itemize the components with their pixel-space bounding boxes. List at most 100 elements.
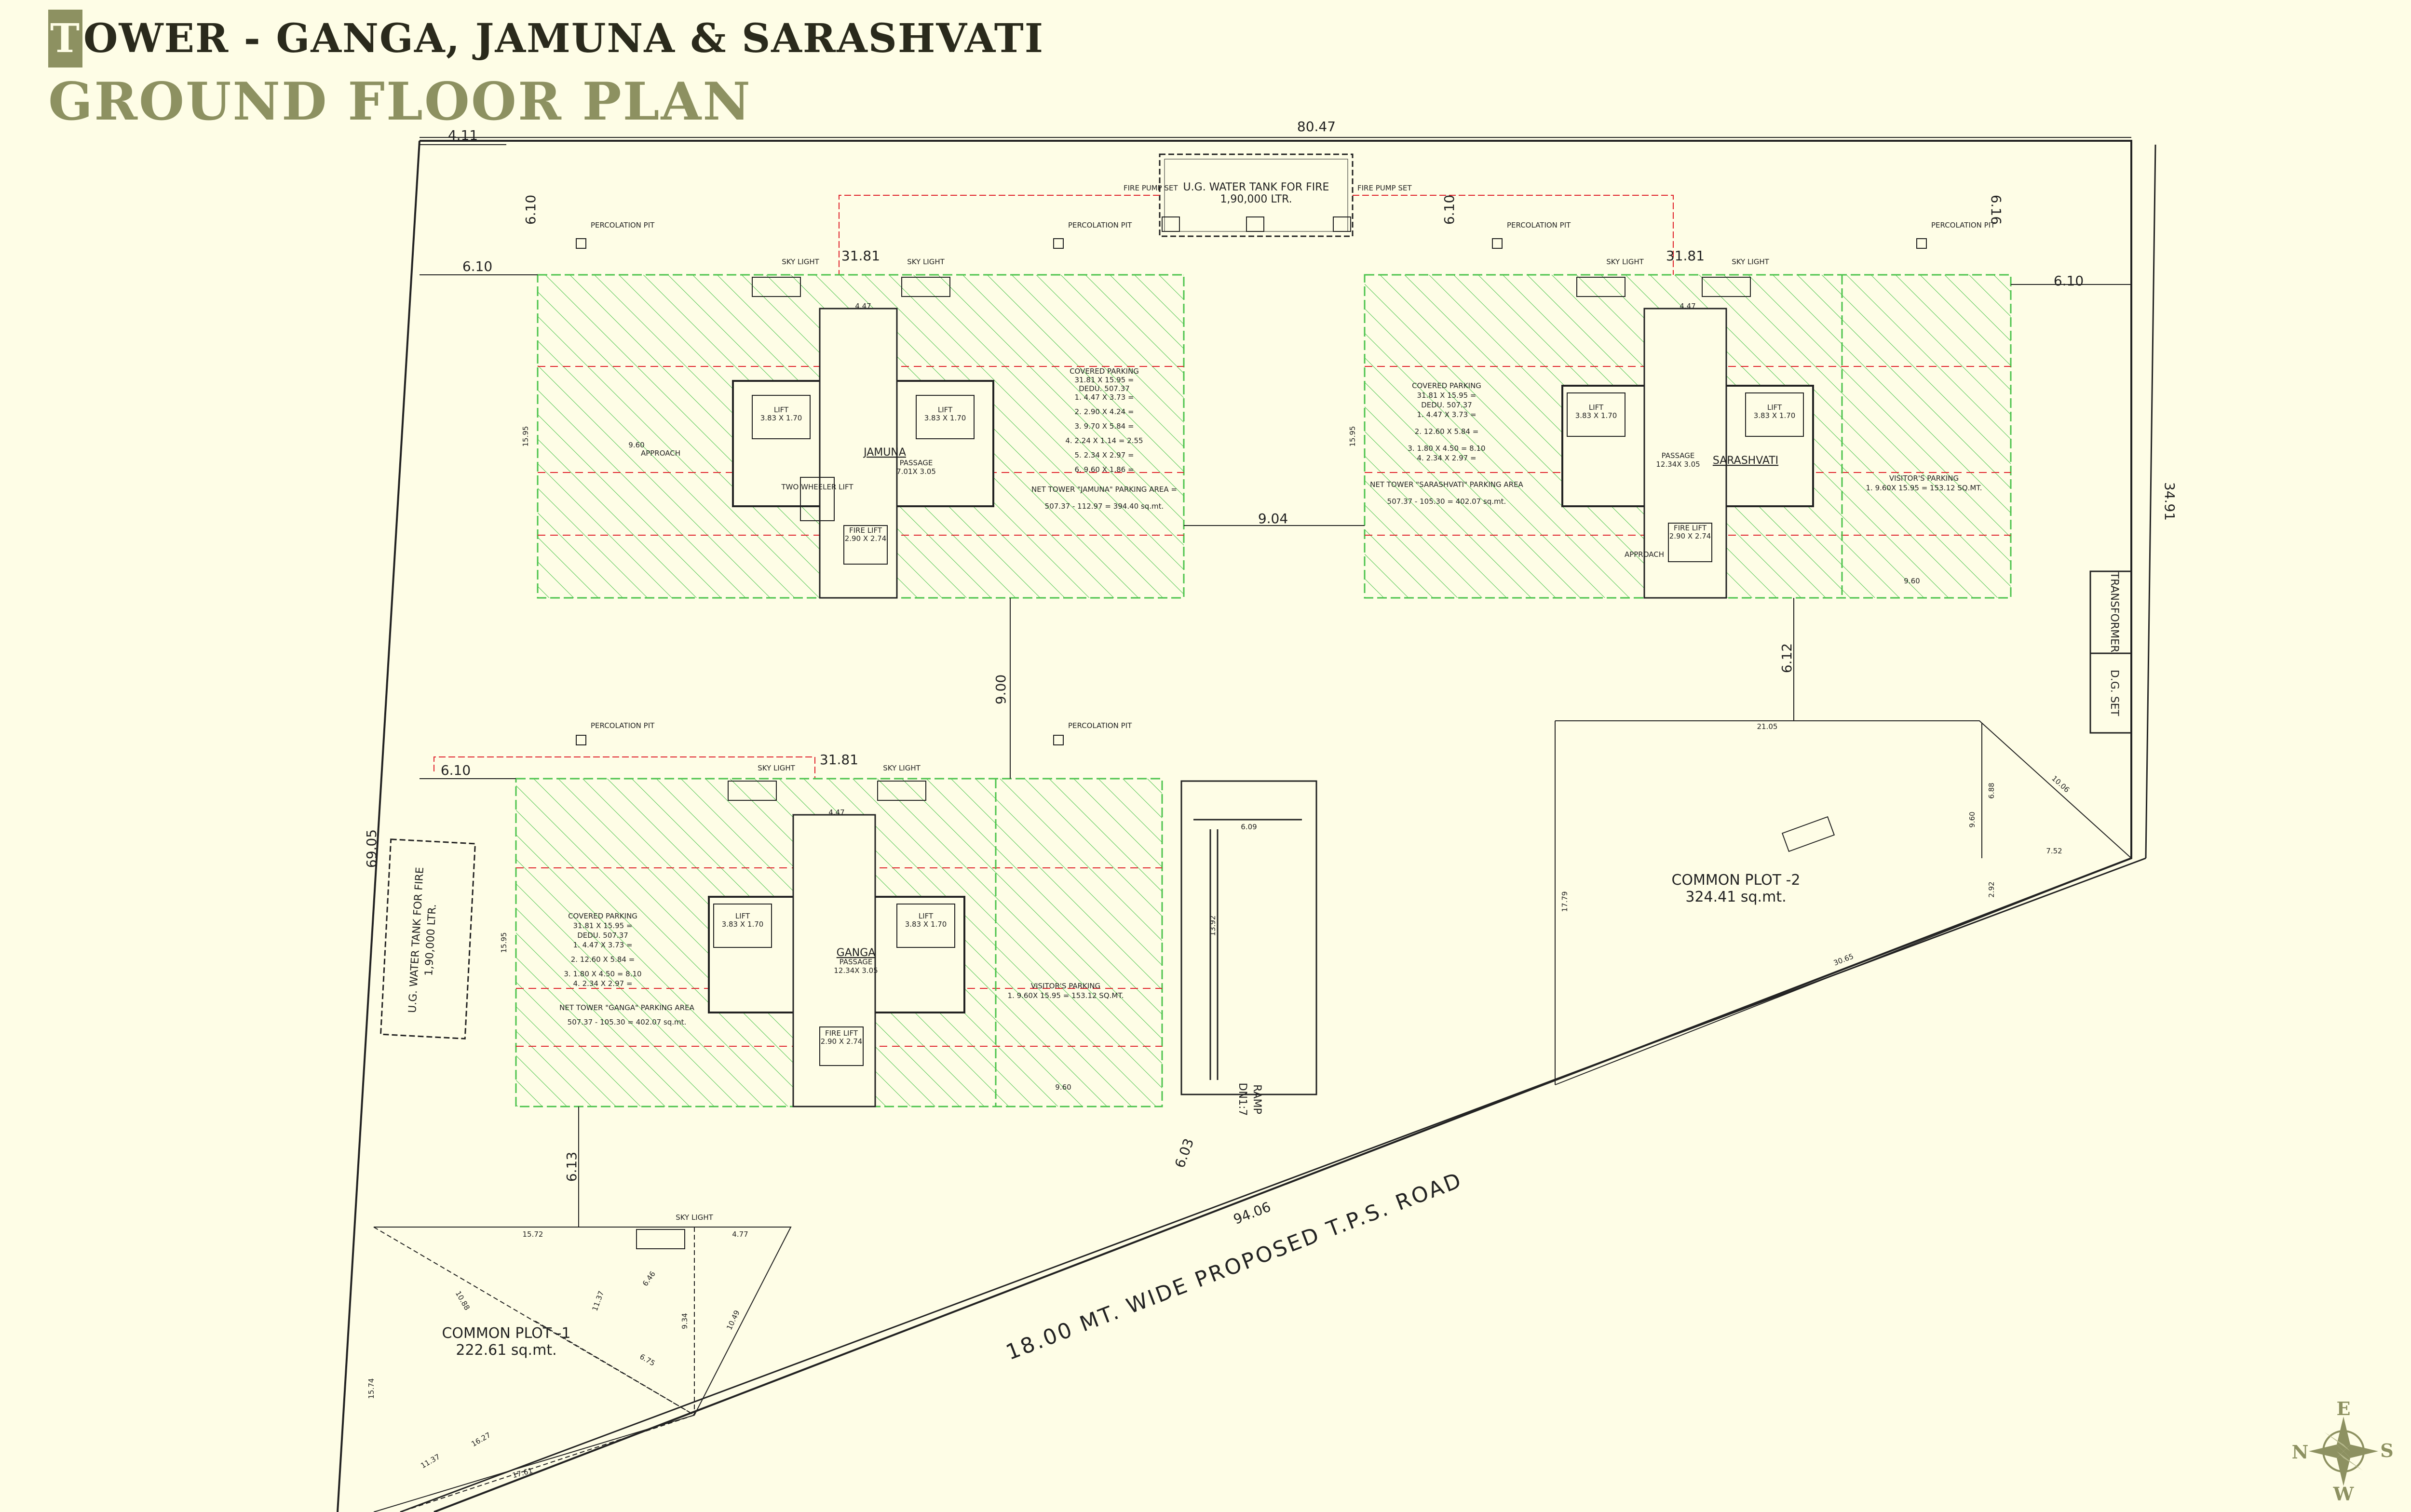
ganga-approach-len: 9.60 (1055, 1083, 1071, 1092)
compass-w: W (2333, 1483, 2355, 1505)
site-boundary (337, 140, 2156, 1512)
sarashvati-fire-lift: FIRE LIFT (1674, 524, 1707, 532)
plot2-dim: 9.60 (1968, 811, 1977, 827)
sarashvati-parking-line: DEDU. 507.37 (1421, 401, 1472, 409)
dim-setback-h: 6.13 (564, 1152, 580, 1182)
compass-s: S (2380, 1440, 2393, 1461)
percolation-label: PERCOLATION PIT (1068, 221, 1132, 230)
tank-top-label: U.G. WATER TANK FOR FIRE (1183, 181, 1329, 193)
jamuna-parking-line: DEDU. 507.37 (1079, 384, 1130, 393)
sarashvati-core-w: 4.47 (1680, 302, 1695, 310)
skylight-label: SKY LIGHT (782, 257, 819, 266)
ug-tank-left (379, 838, 476, 1040)
plot1-dim: 11.37 (590, 1290, 606, 1312)
jamuna-parking-line: COVERED PARKING (1070, 367, 1139, 376)
sarashvati-parking-line: 1. 4.47 X 3.73 = (1417, 410, 1476, 419)
ganga-parking-line: 507.37 - 105.30 = 402.07 sq.mt. (568, 1018, 687, 1026)
common-plot-1 (373, 1227, 792, 1512)
ganga-passage: PASSAGE (840, 958, 873, 966)
sarashvati-depth: 15.95 (1348, 426, 1357, 447)
jamuna-depth: 15.95 (521, 426, 530, 447)
pump-label-right: FIRE PUMP SET (1357, 184, 1412, 192)
ganga-depth: 15.95 (500, 932, 508, 953)
tower-spacing-dims (420, 274, 2131, 1227)
tank-left-capacity: 1,90,000 LTR. (423, 904, 439, 976)
sarashvati-parking-line: 507.37 - 105.30 = 402.07 sq.mt. (1387, 497, 1506, 506)
sarashvati-lift-size: 3.83 X 1.70 (1575, 411, 1617, 420)
common-plot-2 (1555, 720, 2132, 1085)
skylight-label: SKY LIGHT (907, 257, 945, 266)
jamuna-parking-line: NET TOWER "JAMUNA" PARKING AREA = (1031, 485, 1177, 494)
dim-setback-a: 6.10 (462, 258, 492, 274)
ganga-parking-line: 4. 2.34 X 2.97 = (573, 979, 632, 988)
sarashvati-lift: LIFT (1589, 403, 1604, 412)
title-text: OWER - GANGA, JAMUNA & SARASHVATI (83, 15, 1044, 62)
ganga-visitors-title: VISITOR'S PARKING (1031, 982, 1100, 990)
skylight-label: SKY LIGHT (676, 1213, 713, 1222)
compass-e: E (2337, 1398, 2351, 1419)
ganga-parking-note: COVERED PARKING 31.81 X 15.95 = DEDU. 50… (559, 912, 694, 1026)
jamuna-core-w: 4.47 (855, 302, 871, 310)
compass-n: N (2292, 1441, 2309, 1463)
dim-setback-e: 6.10 (1441, 195, 1457, 225)
jamuna-lift-2: LIFT (938, 405, 953, 414)
plot1-dim: 6.75 (638, 1352, 657, 1368)
jamuna-parking-line: 6. 9.60 X 1.86 = (1074, 465, 1134, 474)
plot1-dim: 6.46 (641, 1269, 657, 1288)
ganga-parking-line: 2. 12.60 X 5.84 = (571, 955, 635, 964)
jamuna-lift: LIFT (774, 405, 789, 414)
dim-setback-b: 6.10 (2054, 273, 2084, 289)
sarashvati-parking-line: NET TOWER "SARASHVATI" PARKING AREA (1370, 480, 1523, 489)
jamuna-width: 31.81 (841, 248, 880, 264)
percolation-label: PERCOLATION PIT (1507, 221, 1571, 230)
tower-ganga (515, 778, 1163, 1107)
dim-top (420, 137, 2131, 145)
sarashvati-parking-line: 4. 2.34 X 2.97 = (1417, 454, 1476, 462)
plot1-area: 222.61 sq.mt. (456, 1342, 556, 1359)
sarashvati-lift-2: LIFT (1767, 403, 1782, 412)
skylight-label: SKY LIGHT (883, 764, 921, 772)
dim-setback-c: 6.10 (441, 762, 471, 778)
plan-subtitle: GROUND FLOOR PLAN (48, 71, 752, 132)
dim-setback-i: 6.03 (1172, 1136, 1197, 1170)
plot2-area: 324.41 sq.mt. (1685, 889, 1786, 905)
plot2-dim: 17.79 (1560, 891, 1569, 912)
ganga-parking-line: 31.81 X 15.95 = (573, 921, 632, 930)
ganga-passage-size: 12.34X 3.05 (834, 966, 878, 975)
sarashvati-approach: APPROACH (1625, 550, 1664, 559)
sarashvati-name: SARASHVATI (1713, 455, 1778, 467)
plot2-dim: 6.88 (1987, 783, 1996, 798)
ganga-parking-line: NET TOWER "GANGA" PARKING AREA (559, 1003, 694, 1012)
jamuna-parking-line: 4. 2.24 X 1.14 = 2.55 (1065, 436, 1143, 445)
dim-left-total: 69.05 (364, 829, 379, 868)
percolation-pits (576, 238, 1927, 745)
plot1-dim: 15.72 (523, 1230, 543, 1239)
sarashvati-visitors-area: 1. 9.60X 15.95 = 153.12 SQ.MT. (1866, 484, 1982, 492)
plot1-dim: 16.27 (470, 1431, 492, 1448)
jamuna-parking-line: 5. 2.34 X 2.97 = (1074, 451, 1134, 459)
jamuna-approach-len: 9.60 (628, 441, 644, 449)
dg-set-label: D.G. SET (2108, 670, 2120, 716)
ganga-fire-lift: FIRE LIFT (825, 1029, 858, 1038)
sarashvati-parking-note: COVERED PARKING 31.81 X 15.95 = DEDU. 50… (1370, 381, 1523, 506)
skylights (636, 277, 1835, 1249)
sarashvati-approach-len: 9.60 (1904, 577, 1920, 585)
tower-jamuna (537, 274, 1185, 599)
plot1-dim: 10.88 (454, 1289, 472, 1311)
ganga-parking-line: 3. 1.80 X 4.50 = 8.10 (564, 970, 641, 978)
plot2-dim: 7.52 (2046, 847, 2062, 855)
percolation-label: PERCOLATION PIT (1068, 721, 1132, 730)
ramp-length: 13.92 (1208, 916, 1217, 936)
ganga-name: GANGA (837, 947, 876, 959)
jamuna-lift-size: 3.83 X 1.70 (760, 414, 802, 422)
plot1-dim: 11.37 (419, 1452, 441, 1470)
transformer-label: TRANSFORMER (2108, 572, 2120, 653)
ganga-fire-size: 2.90 X 2.74 (821, 1037, 863, 1046)
plot2-dim: 21.05 (1757, 722, 1778, 731)
jamuna-parking-line: 2. 2.90 X 4.24 = (1074, 407, 1134, 416)
jamuna-two-wheeler: TWO WHEELER LIFT (781, 483, 854, 491)
ramp-width: 6.09 (1241, 823, 1257, 831)
pump-label-left: FIRE PUMP SET (1124, 184, 1178, 192)
sarashvati-fire-size: 2.90 X 2.74 (1669, 532, 1711, 540)
